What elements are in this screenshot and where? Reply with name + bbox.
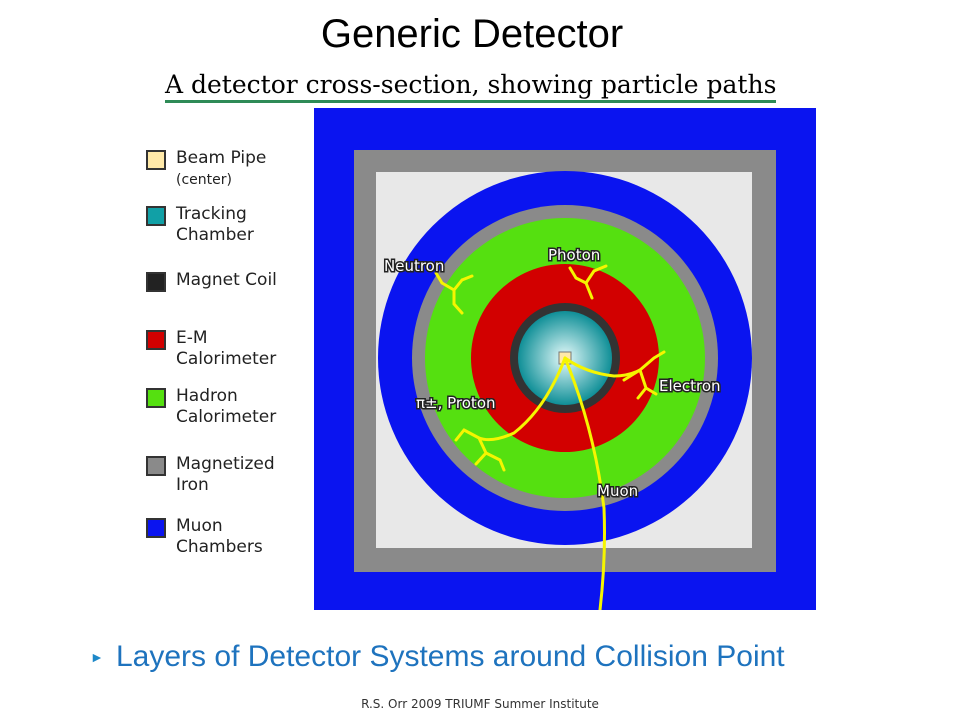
legend-label-magnet-coil: Magnet Coil — [176, 270, 277, 290]
legend-sublabel-beam-pipe: (center) — [176, 172, 232, 188]
detector-cross-section: Neutron Photon Electron π±, Proton Muon — [314, 108, 816, 610]
legend-item-hadron-calorimeter: Hadron Calorimeter — [146, 386, 276, 428]
pion-proton-label: π±, Proton — [416, 394, 496, 412]
legend-item-muon-chambers: Muon Chambers — [146, 516, 263, 558]
bullet-point: ► Layers of Detector Systems around Coll… — [90, 640, 910, 674]
figure-caption: A detector cross-section, showing partic… — [165, 70, 805, 106]
legend-label-hadron-calorimeter: Hadron Calorimeter — [176, 386, 277, 427]
legend-item-magnetized-iron: Magnetized Iron — [146, 454, 275, 496]
legend-swatch-magnetized-iron — [146, 456, 166, 476]
legend-label-magnetized-iron: Magnetized Iron — [176, 454, 275, 495]
slide-title: Generic Detector — [320, 12, 624, 56]
legend-item-magnet-coil: Magnet Coil — [146, 270, 277, 292]
legend-item-beam-pipe: Beam Pipe — [146, 148, 266, 170]
slide-footer: R.S. Orr 2009 TRIUMF Summer Institute — [361, 697, 599, 711]
electron-label: Electron — [659, 377, 721, 395]
legend-swatch-beam-pipe — [146, 150, 166, 170]
neutron-label: Neutron — [384, 257, 444, 275]
muon-track — [563, 356, 606, 610]
detector-svg: Neutron Photon Electron π±, Proton Muon — [314, 108, 816, 610]
legend-swatch-tracking-chamber — [146, 206, 166, 226]
legend-label-beam-pipe: Beam Pipe — [176, 148, 267, 168]
legend-label-tracking-chamber: Tracking Chamber — [176, 204, 254, 245]
muon-label: Muon — [597, 482, 638, 500]
proton-shower — [454, 428, 506, 472]
legend-swatch-muon-chambers — [146, 518, 166, 538]
bullet-arrow-icon: ► — [90, 649, 104, 665]
bullet-text: Layers of Detector Systems around Collis… — [116, 640, 785, 673]
photon-shower — [568, 264, 608, 300]
legend-item-tracking-chamber: Tracking Chamber — [146, 204, 254, 246]
proton-track — [477, 356, 567, 442]
legend-swatch-hadron-calorimeter — [146, 388, 166, 408]
legend-swatch-magnet-coil — [146, 272, 166, 292]
neutron-shower — [434, 271, 474, 315]
legend-item-em-calorimeter: E-M Calorimeter — [146, 328, 276, 370]
legend-label-em-calorimeter: E-M Calorimeter — [176, 328, 277, 369]
electron-shower — [622, 350, 666, 400]
legend-swatch-em-calorimeter — [146, 330, 166, 350]
photon-label: Photon — [548, 246, 600, 264]
legend-label-muon-chambers: Muon Chambers — [176, 516, 263, 557]
figure-caption-text: A detector cross-section, showing partic… — [165, 70, 777, 103]
particle-tracks — [434, 264, 666, 610]
